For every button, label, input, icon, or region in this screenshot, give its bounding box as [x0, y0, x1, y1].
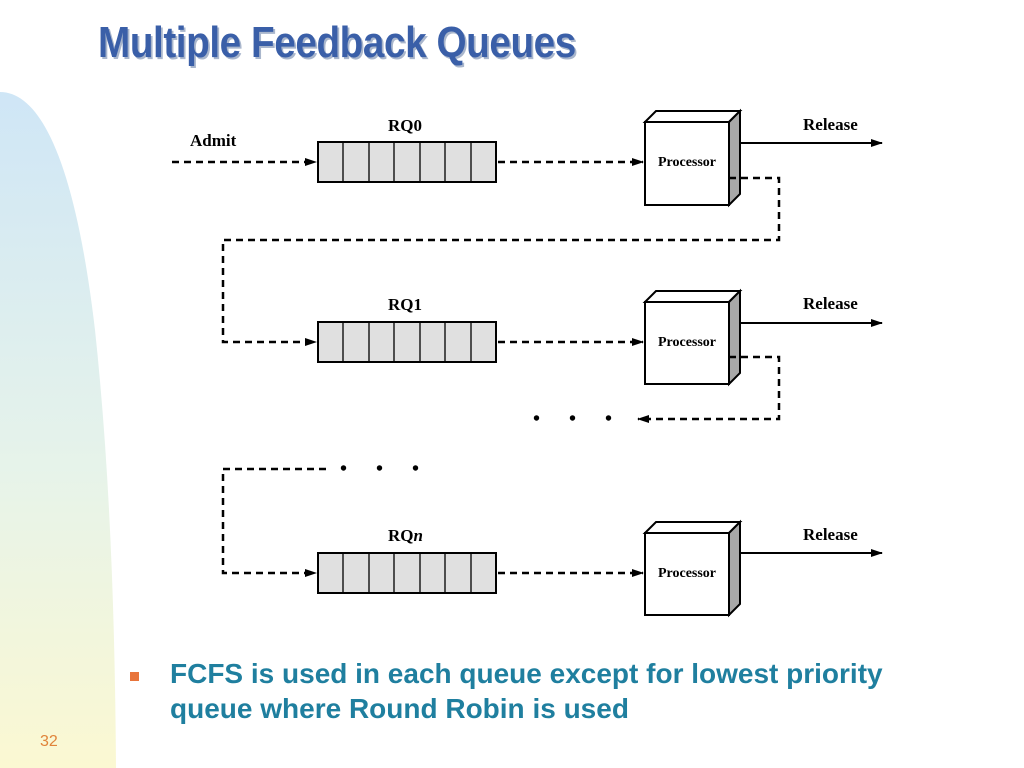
processor-n: Processor: [642, 519, 743, 618]
ellipsis-upper: • • •: [533, 408, 624, 430]
feedback-path-1: [637, 355, 781, 423]
queue-rq0: [317, 141, 497, 183]
level-0: Admit RQ0 Processor Release: [172, 108, 883, 346]
bullet-text: FCFS is used in each queue except for lo…: [170, 658, 883, 724]
queue-label-rq1: RQ1: [388, 295, 422, 314]
entry-path-n: [221, 467, 326, 577]
admit-label: Admit: [190, 131, 237, 150]
level-n: • • • RQn Processor Release: [221, 458, 883, 618]
release-label-n: Release: [803, 525, 858, 544]
processor-label-n: Processor: [658, 566, 716, 581]
processor-1: Processor: [642, 288, 743, 387]
processor-label-0: Processor: [658, 155, 716, 170]
bullet-item: FCFS is used in each queue except for lo…: [130, 656, 890, 726]
processor-0: Processor: [642, 108, 743, 208]
slide-title: Multiple Feedback Queues: [98, 18, 576, 67]
queue-label-rq0: RQ0: [388, 116, 422, 135]
release-label-0: Release: [803, 115, 858, 134]
queue-label-rqn-suffix: n: [414, 526, 423, 545]
processor-label-1: Processor: [658, 335, 716, 350]
feedback-queue-diagram: Admit RQ0 Processor Release RQ1: [172, 108, 883, 618]
feedback-path-0: [221, 176, 781, 346]
bullet-square-icon: [130, 672, 139, 681]
queue-label-rqn: RQn: [388, 526, 423, 545]
queue-rq1: [317, 321, 497, 363]
queue-rqn: [317, 552, 497, 594]
level-1: RQ1 Processor Release • • •: [317, 288, 883, 430]
ellipsis-lower: • • •: [340, 458, 431, 480]
release-label-1: Release: [803, 294, 858, 313]
slide-number: 32: [40, 733, 58, 750]
queue-label-rqn-prefix: RQ: [388, 526, 414, 545]
